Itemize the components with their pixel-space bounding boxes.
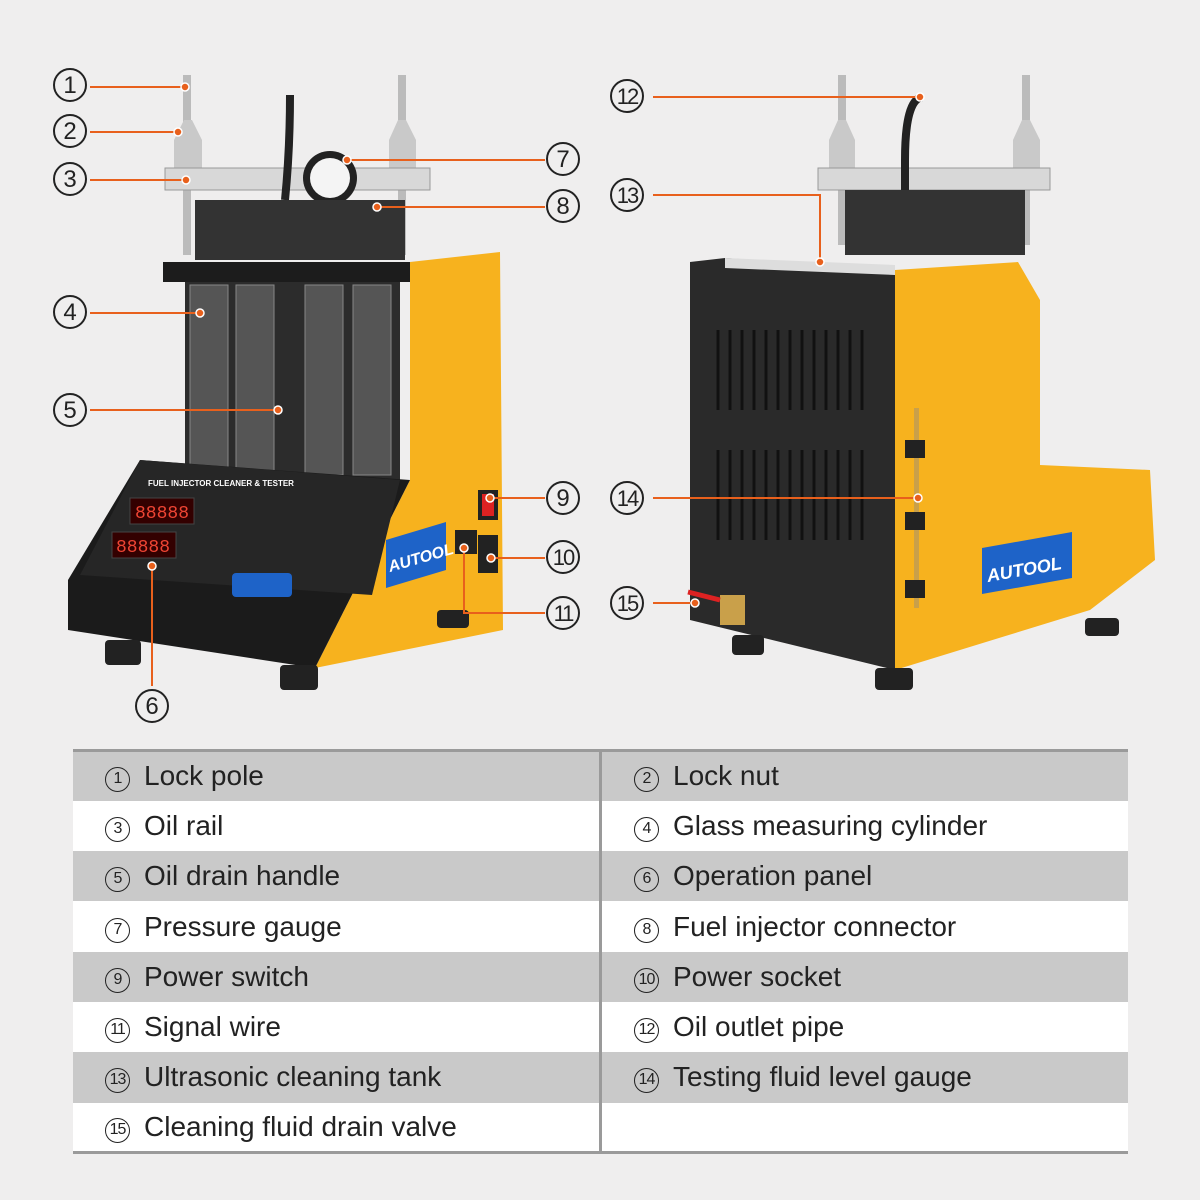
legend-row: 15 Cleaning fluid drain valve [73, 1102, 1128, 1153]
callout-1: 1 [53, 68, 87, 102]
legend-number: 5 [105, 867, 130, 893]
legend-label: Lock nut [673, 760, 779, 792]
panel-title: FUEL INJECTOR CLEANER & TESTER [148, 479, 294, 488]
legend-label: Lock pole [144, 760, 264, 792]
legend-label: Power socket [673, 960, 842, 992]
legend-item: 15 Cleaning fluid drain valve [73, 1102, 601, 1153]
legend-number: 9 [105, 967, 130, 993]
legend-label: Signal wire [144, 1011, 281, 1043]
legend-label: Oil outlet pipe [673, 1011, 845, 1043]
legend-number: 11 [105, 1018, 130, 1044]
callout-5: 5 [53, 393, 87, 427]
callout-15: 15 [610, 586, 644, 620]
legend-number: 10 [634, 967, 659, 993]
front-view-machine: 88888 88888 FUEL INJECTOR CLEANER & TEST… [68, 75, 503, 690]
legend-number: 2 [634, 767, 659, 793]
legend-label: Glass measuring cylinder [673, 809, 988, 841]
callout-3: 3 [53, 162, 87, 196]
legend-item: 4 Glass measuring cylinder [599, 800, 1128, 852]
callout-10: 10 [546, 540, 580, 574]
legend-item: 13 Ultrasonic cleaning tank [73, 1052, 601, 1103]
legend-row: 13 Ultrasonic cleaning tank 14 Testing flu… [73, 1052, 1128, 1103]
legend-row: 9 Power switch 10 Power socket [73, 951, 1128, 1002]
legend-label: Oil drain handle [144, 860, 341, 892]
legend-item: 11 Signal wire [73, 1001, 601, 1053]
legend-item: 3 Oil rail [73, 800, 601, 852]
legend-row: 3 Oil rail 4 Glass measuring cylinder [73, 800, 1128, 852]
legend-label: Power switch [144, 960, 309, 992]
legend-number: 8 [634, 917, 659, 943]
legend-item: 12 Oil outlet pipe [599, 1001, 1128, 1053]
legend-label: Ultrasonic cleaning tank [144, 1061, 442, 1093]
legend-item: 7 Pressure gauge [73, 901, 601, 952]
callout-2: 2 [53, 114, 87, 148]
callout-lines [90, 86, 920, 686]
legend-item: 14 Testing fluid level gauge [599, 1052, 1128, 1103]
legend-item: 5 Oil drain handle [73, 851, 601, 902]
legend-number: 7 [105, 917, 130, 943]
legend-item: 8 Fuel injector connector [599, 901, 1128, 952]
legend-row: 7 Pressure gauge 8 Fuel injector connector [73, 901, 1128, 952]
legend-label: Fuel injector connector [673, 910, 957, 942]
legend-row: 5 Oil drain handle 6 Operation panel [73, 851, 1128, 902]
legend-empty-cell [599, 1102, 1128, 1153]
callout-7: 7 [546, 142, 580, 176]
legend-label: Pressure gauge [144, 910, 342, 942]
callout-14: 14 [610, 481, 644, 515]
legend-item: 9 Power switch [73, 951, 601, 1002]
legend-number: 6 [634, 867, 659, 893]
legend-number: 15 [105, 1117, 130, 1143]
callout-13: 13 [610, 178, 644, 212]
legend-label: Testing fluid level gauge [673, 1061, 972, 1093]
legend-number: 1 [105, 767, 130, 793]
legend-number: 14 [634, 1068, 659, 1094]
legend-number: 4 [634, 816, 659, 842]
svg-text:88888: 88888 [116, 538, 170, 558]
legend-row: 1 Lock pole 2 Lock nut [73, 750, 1128, 801]
callout-4: 4 [53, 295, 87, 329]
legend-label: Cleaning fluid drain valve [144, 1110, 457, 1142]
legend-item: 2 Lock nut [599, 750, 1128, 801]
product-illustration: 88888 88888 FUEL INJECTOR CLEANER & TEST… [68, 75, 1155, 690]
legend-label: Oil rail [144, 809, 224, 841]
callout-11: 11 [546, 596, 580, 630]
legend-item: 1 Lock pole [73, 750, 601, 801]
callout-12: 12 [610, 79, 644, 113]
parts-legend-table: 1 Lock pole 2 Lock nut 3 Oil rail 4 Glass me… [73, 749, 1128, 1155]
legend-number: 12 [634, 1018, 659, 1044]
legend-number: 3 [105, 816, 130, 842]
svg-text:88888: 88888 [135, 504, 189, 524]
callout-6: 6 [135, 689, 169, 723]
legend-item: 10 Power socket [599, 951, 1128, 1002]
callout-9: 9 [546, 481, 580, 515]
callout-8: 8 [546, 189, 580, 223]
legend-row: 11 Signal wire 12 Oil outlet pipe [73, 1001, 1128, 1053]
legend-label: Operation panel [673, 860, 873, 892]
rear-view-machine: AUTOOL [687, 75, 1155, 690]
legend-item: 6 Operation panel [599, 851, 1128, 902]
legend-number: 13 [105, 1068, 130, 1094]
